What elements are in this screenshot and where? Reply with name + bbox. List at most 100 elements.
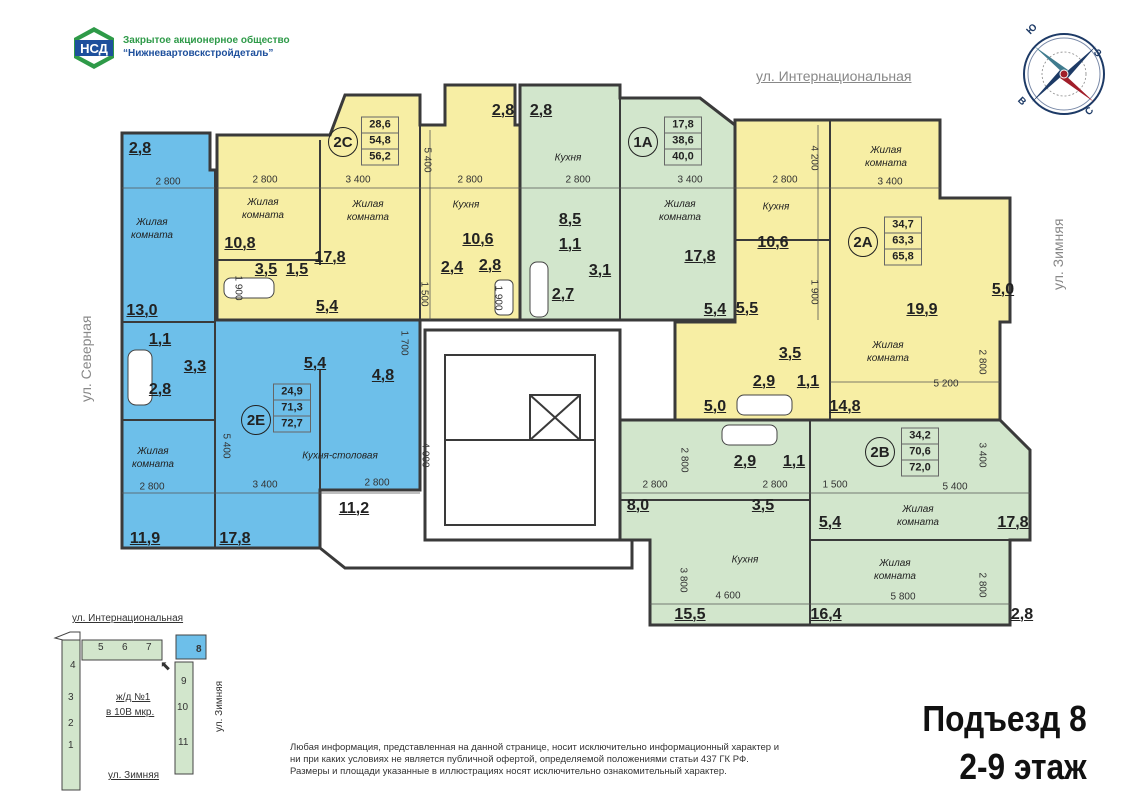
room-area: 13,0 — [126, 302, 158, 319]
room-area: 2,8 — [478, 257, 502, 274]
living-area: 24,9 — [274, 385, 310, 401]
total-area-with-balcony: 65,8 — [892, 250, 914, 263]
dimension: 3 400 — [252, 479, 278, 491]
floors-title: 2-9 этаж — [959, 746, 1087, 787]
room-area: 3,3 — [183, 358, 207, 375]
dimension: 1 900 — [232, 275, 244, 301]
room-area: 2,8 — [128, 140, 152, 157]
room-area: 2,8 — [148, 381, 172, 398]
total-area-with-balcony: 40,0 — [672, 150, 694, 163]
apartment-area-box: 28,6 54,8 56,2 — [361, 116, 399, 166]
apartment-code-badge: 2B — [865, 437, 895, 467]
dimension: 2 800 — [139, 481, 165, 493]
room-area: 17,8 — [684, 248, 716, 265]
room-area: 1,1 — [148, 331, 172, 348]
room-name: Жилая комната — [659, 199, 701, 223]
dimension: 2 800 — [364, 477, 390, 489]
room-area: 2,9 — [733, 453, 757, 470]
room-name: Жилая комната — [347, 199, 389, 223]
dimension: 2 800 — [565, 174, 591, 186]
room-area: 2,8 — [529, 102, 553, 119]
apartment-area-box: 24,9 71,3 72,7 — [273, 383, 311, 433]
room-area: 2,8 — [491, 102, 515, 119]
dimension: 2 800 — [976, 572, 988, 598]
dimension: 2 800 — [642, 479, 668, 491]
minimap-caption-line1: ж/д №1 — [116, 692, 151, 703]
dimension: 4 000 — [419, 442, 431, 468]
minimap-section-6: 6 — [122, 642, 128, 653]
dimension: 5 400 — [220, 433, 232, 459]
minimap-street-top: ул. Интернациональная — [72, 613, 184, 624]
compass: Ю З С В — [1014, 22, 1114, 122]
room-area: 3,1 — [588, 262, 612, 279]
minimap-section-11: 11 — [178, 737, 189, 748]
room-name: Жилая комната — [132, 446, 174, 470]
dimension: 2 800 — [155, 176, 181, 188]
living-area: 17,8 — [665, 118, 701, 134]
dimension: 2 800 — [772, 174, 798, 186]
room-name: Кухня — [554, 152, 582, 164]
company-logo: НСД — [72, 26, 116, 75]
minimap-arrow-icon: ⬉ — [160, 658, 171, 673]
dimension: 3 400 — [877, 176, 903, 188]
dimension: 4 600 — [715, 590, 741, 602]
dimension: 5 400 — [942, 481, 968, 493]
dimension: 1 700 — [398, 330, 410, 356]
total-area-with-balcony: 72,7 — [281, 417, 303, 430]
room-name: Жилая комната — [867, 340, 909, 364]
room-area: 5,4 — [315, 298, 339, 315]
minimap-section-2: 2 — [68, 718, 74, 729]
entrance-title: Подъезд 8 — [922, 698, 1087, 739]
room-name: Кухня-столовая — [302, 450, 378, 462]
apartment-code-badge: 2E — [241, 405, 271, 435]
dimension: 3 400 — [345, 174, 371, 186]
disclaimer-line: Размеры и площади указанные в иллюстраци… — [290, 766, 727, 777]
room-area: 3,5 — [751, 497, 775, 514]
dimension: 5 400 — [421, 147, 433, 173]
dimension: 5 200 — [933, 378, 959, 390]
dimension: 1 500 — [418, 281, 430, 307]
room-area: 11,9 — [129, 530, 161, 547]
apartment-code-badge: 1A — [628, 127, 658, 157]
minimap-section-9: 9 — [181, 676, 187, 687]
total-area-with-balcony: 56,2 — [369, 150, 391, 163]
minimap-section-10: 10 — [177, 702, 189, 713]
minimap-street-bottom: ул. Зимняя — [108, 770, 160, 781]
minimap-section-1: 1 — [68, 740, 74, 751]
room-area: 14,8 — [829, 398, 861, 415]
room-area: 16,4 — [810, 606, 842, 623]
total-area: 70,6 — [902, 445, 938, 461]
street-label-left: ул. Северная — [78, 315, 94, 403]
dimension: 5 800 — [890, 591, 916, 603]
room-area: 17,8 — [997, 514, 1029, 531]
room-name: Жилая комната — [242, 197, 284, 221]
dimension: 2 800 — [457, 174, 483, 186]
room-area: 1,1 — [796, 373, 820, 390]
dimension: 2 800 — [762, 479, 788, 491]
dimension: 2 800 — [976, 349, 988, 375]
dimension: 4 200 — [808, 145, 820, 171]
room-area: 10,6 — [462, 231, 494, 248]
dimension: 2 800 — [252, 174, 278, 186]
total-area: 71,3 — [274, 401, 310, 417]
total-area: 63,3 — [885, 234, 921, 250]
minimap-section-3: 3 — [68, 692, 74, 703]
room-area: 4,8 — [371, 367, 395, 384]
apt-2A-area — [673, 118, 1012, 422]
minimap-section-7: 7 — [146, 642, 152, 653]
room-name: Жилая комната — [865, 145, 907, 169]
apartment-area-box: 17,8 38,6 40,0 — [664, 116, 702, 166]
street-label-top: ул. Интернациональная — [756, 68, 912, 84]
apartment-area-box: 34,2 70,6 72,0 — [901, 427, 939, 477]
total-area: 38,6 — [665, 134, 701, 150]
logo-hexagon-icon: НСД — [74, 27, 114, 69]
minimap-buildings — [53, 631, 207, 791]
room-name: Кухня — [762, 201, 790, 213]
compass-rose-icon — [1023, 33, 1105, 115]
room-area: 2,7 — [551, 286, 575, 303]
room-area: 10,6 — [757, 234, 789, 251]
room-area: 3,5 — [254, 261, 278, 278]
room-area: 5,4 — [818, 514, 842, 531]
room-area: 1,1 — [782, 453, 806, 470]
minimap-section-5: 5 — [98, 642, 104, 653]
